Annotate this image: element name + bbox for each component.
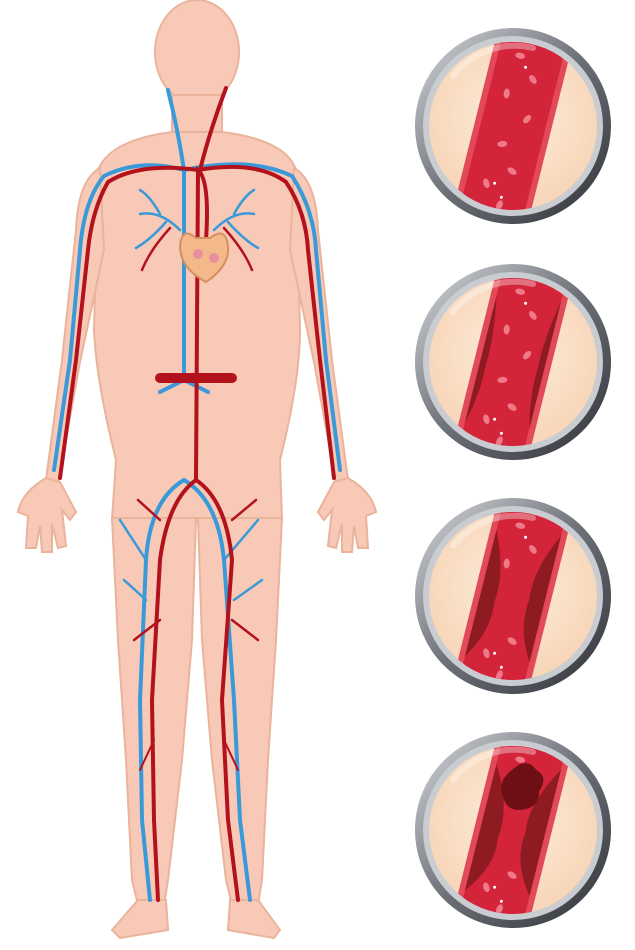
human-circulatory-system-icon <box>18 0 376 938</box>
healthy-artery-icon <box>415 22 611 231</box>
blocked-artery-clot-icon <box>415 726 611 935</box>
left-foot-shape <box>112 900 168 938</box>
right-foot-shape <box>228 900 280 938</box>
artery-stage-panels <box>415 22 611 935</box>
right-hand-shape <box>318 478 376 552</box>
left-hand-shape <box>18 478 76 552</box>
early-plaque-artery-icon <box>415 258 611 467</box>
narrowed-artery-icon <box>415 492 611 701</box>
right-leg-shape <box>198 518 282 905</box>
